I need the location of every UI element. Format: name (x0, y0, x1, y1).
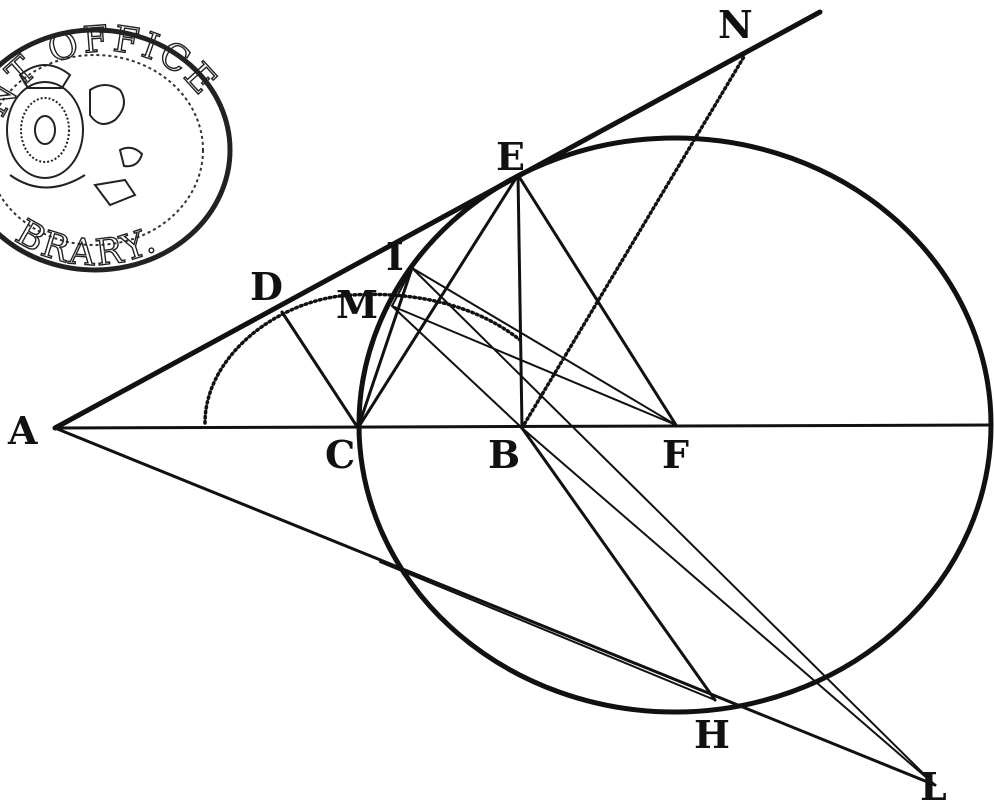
label-point-I: I (386, 234, 404, 279)
label-point-A: A (7, 408, 38, 453)
library-stamp: NT OFFICE BRARY. (0, 18, 233, 275)
stamp-inner-ring (0, 54, 204, 246)
label-point-H: H (694, 712, 730, 757)
label-point-C: C (325, 432, 355, 477)
dotted-arc-DM (203, 292, 522, 425)
line-AEN (52, 9, 823, 431)
label-point-D: D (250, 264, 283, 309)
line-MB (391, 305, 523, 429)
line-AL (53, 426, 937, 787)
line-BL (521, 427, 936, 786)
label-point-B: B (488, 432, 520, 477)
stamp-crest-emblem (6, 64, 144, 207)
label-point-E: E (496, 134, 525, 179)
line-A-axis (53, 423, 994, 430)
label-point-F: F (662, 432, 689, 477)
label-point-N: N (718, 2, 753, 47)
line-MF (391, 305, 677, 426)
line-EB (516, 173, 524, 430)
line-MI (391, 267, 413, 307)
label-point-M: M (336, 282, 378, 327)
line-EC (356, 173, 520, 430)
line-IL (411, 267, 936, 786)
line-EF (516, 173, 678, 427)
line-BH (520, 426, 717, 702)
label-point-L: L (920, 764, 947, 806)
line-IF (411, 267, 677, 426)
line-AH (379, 561, 716, 701)
line-IC (356, 266, 414, 430)
line-DC (280, 310, 360, 430)
stamp-outer-ring (0, 27, 233, 273)
point-labels: N E I D M A C B F H L (7, 2, 947, 806)
stamp-top-text: NT OFFICE (0, 19, 226, 123)
dotted-line-BN (520, 53, 747, 430)
stamp-bottom-text: BRARY. (9, 212, 164, 274)
